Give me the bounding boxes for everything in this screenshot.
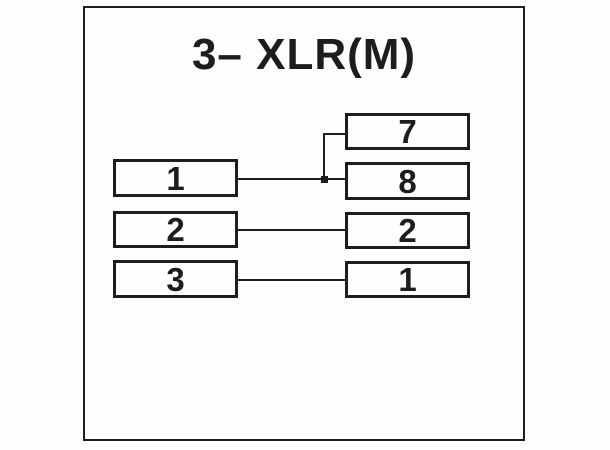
right-pin-box-2: 2 [345, 212, 470, 249]
right-pin-label-7: 7 [398, 113, 417, 150]
left-pin-box-2: 2 [113, 211, 238, 248]
left-pin-label-2: 2 [166, 211, 185, 248]
connector-left1-to-right8 [238, 178, 345, 180]
connector-left2-to-right2 [238, 229, 345, 231]
right-pin-label-1: 1 [398, 261, 417, 298]
right-pin-box-8: 8 [345, 162, 470, 200]
left-pin-box-1: 1 [113, 159, 238, 197]
right-pin-label-8: 8 [398, 162, 417, 200]
connector-left1-branch-vertical [323, 133, 325, 180]
connector-left1-to-right7 [323, 133, 345, 135]
left-pin-label-1: 1 [166, 159, 185, 197]
right-pin-box-1: 1 [345, 261, 470, 298]
right-pin-box-7: 7 [345, 113, 470, 150]
connector-left3-to-right1 [238, 279, 345, 281]
diagram-title: 3– XLR(M) [191, 30, 417, 79]
right-pin-label-2: 2 [398, 212, 417, 249]
left-pin-label-3: 3 [166, 260, 185, 298]
junction-dot [321, 176, 328, 183]
left-pin-box-3: 3 [113, 260, 238, 298]
